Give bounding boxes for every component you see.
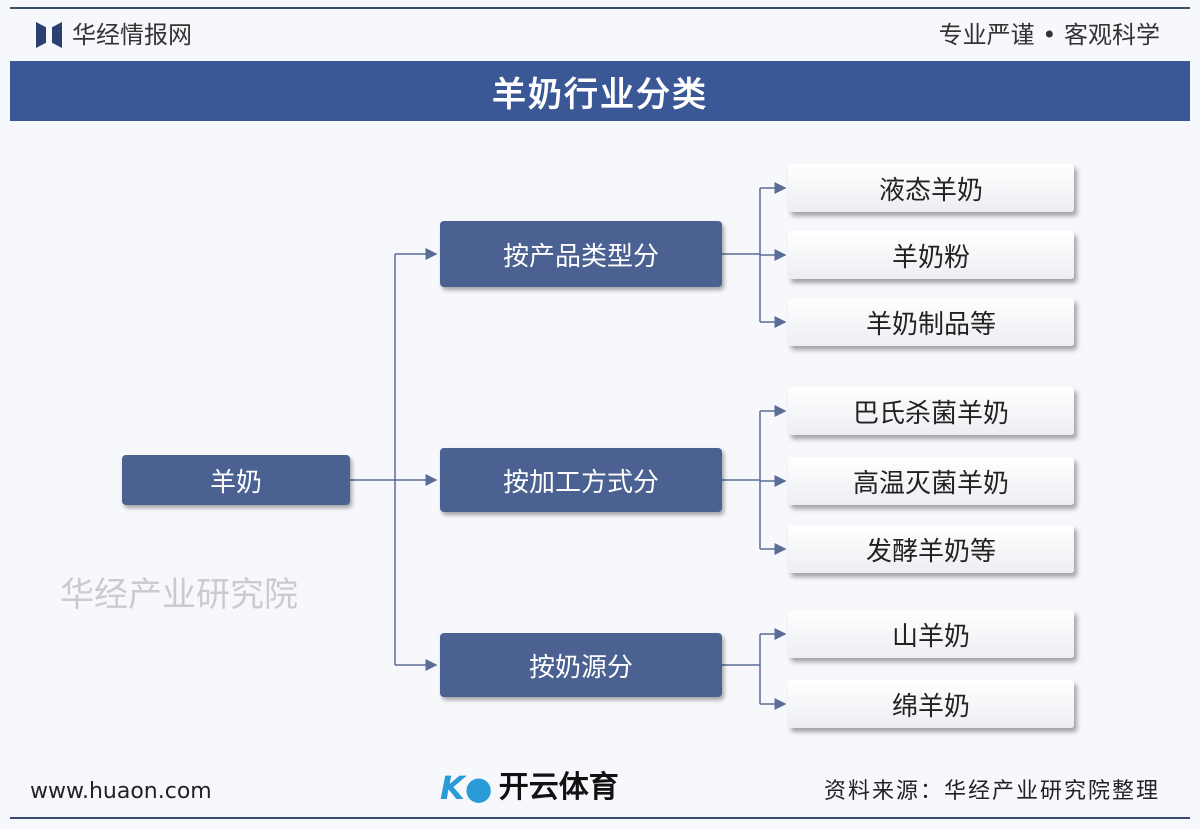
leaf-node: 高温灭菌羊奶 [788, 457, 1074, 505]
source-note: 资料来源：华经产业研究院整理 [823, 779, 1160, 804]
website-link[interactable]: www.huaon.com [30, 779, 212, 804]
group-node-product-type: 按产品类型分 [440, 221, 722, 287]
brand-logo: 华经情报网 [36, 20, 192, 50]
connector [722, 188, 761, 322]
watermark-text: 华经产业研究院 [60, 575, 298, 615]
connector [722, 411, 761, 549]
bottom-divider [10, 817, 1190, 819]
brand-name: 华经情报网 [72, 21, 192, 49]
kaiyun-logo-icon: K● [440, 769, 493, 807]
slogan: 专业严谨 • 客观科学 [938, 21, 1160, 49]
leaf-node: 羊奶制品等 [788, 298, 1074, 346]
leaf-node: 液态羊奶 [788, 164, 1074, 212]
connector [722, 634, 761, 704]
leaf-node: 绵羊奶 [788, 680, 1074, 728]
overlay-logo-text: 开云体育 [498, 770, 619, 805]
top-divider [10, 7, 1190, 9]
overlay-logo: K● 开云体育 [440, 766, 619, 810]
page-title: 羊奶行业分类 [10, 61, 1190, 121]
leaf-node: 发酵羊奶等 [788, 525, 1074, 573]
leaf-node: 羊奶粉 [788, 231, 1074, 279]
group-node-milk-source: 按奶源分 [440, 633, 722, 697]
group-node-processing: 按加工方式分 [440, 448, 722, 512]
leaf-node: 巴氏杀菌羊奶 [788, 387, 1074, 435]
leaf-node: 山羊奶 [788, 610, 1074, 658]
root-node: 羊奶 [122, 455, 350, 505]
